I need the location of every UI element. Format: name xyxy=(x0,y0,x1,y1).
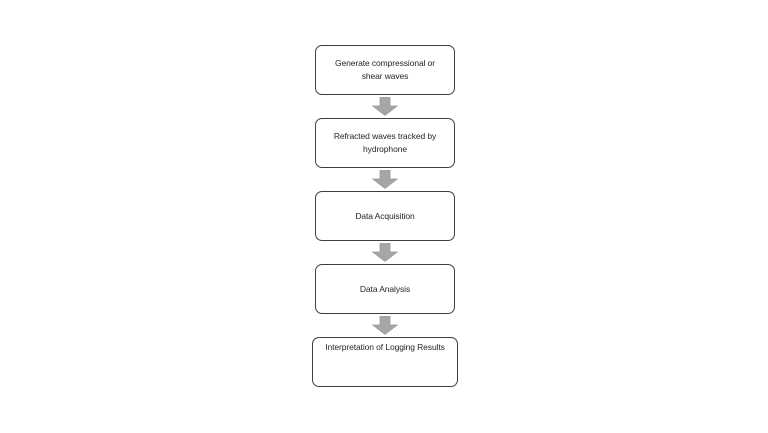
flow-step-interpretation: Interpretation of Logging Results xyxy=(312,337,458,387)
down-arrow-icon xyxy=(372,170,398,189)
down-arrow-icon xyxy=(372,97,398,116)
flow-step-label: Data Acquisition xyxy=(355,210,415,221)
flow-step-generate-waves: Generate compressional or shear waves xyxy=(315,45,455,95)
flow-step-label: Interpretation of Logging Results xyxy=(325,342,445,352)
down-arrow-icon xyxy=(372,243,398,262)
flowchart: Generate compressional or shear waves Re… xyxy=(312,45,458,387)
flow-step-label: Data Analysis xyxy=(359,283,411,294)
flow-step-label: Refracted waves tracked by hydrophone xyxy=(333,131,437,154)
flow-step-refracted-waves: Refracted waves tracked by hydrophone xyxy=(315,118,455,168)
flow-step-label: Generate compressional or shear waves xyxy=(334,58,436,81)
flow-step-data-analysis: Data Analysis xyxy=(315,264,455,314)
flow-step-data-acquisition: Data Acquisition xyxy=(315,191,455,241)
down-arrow-icon xyxy=(372,316,398,335)
